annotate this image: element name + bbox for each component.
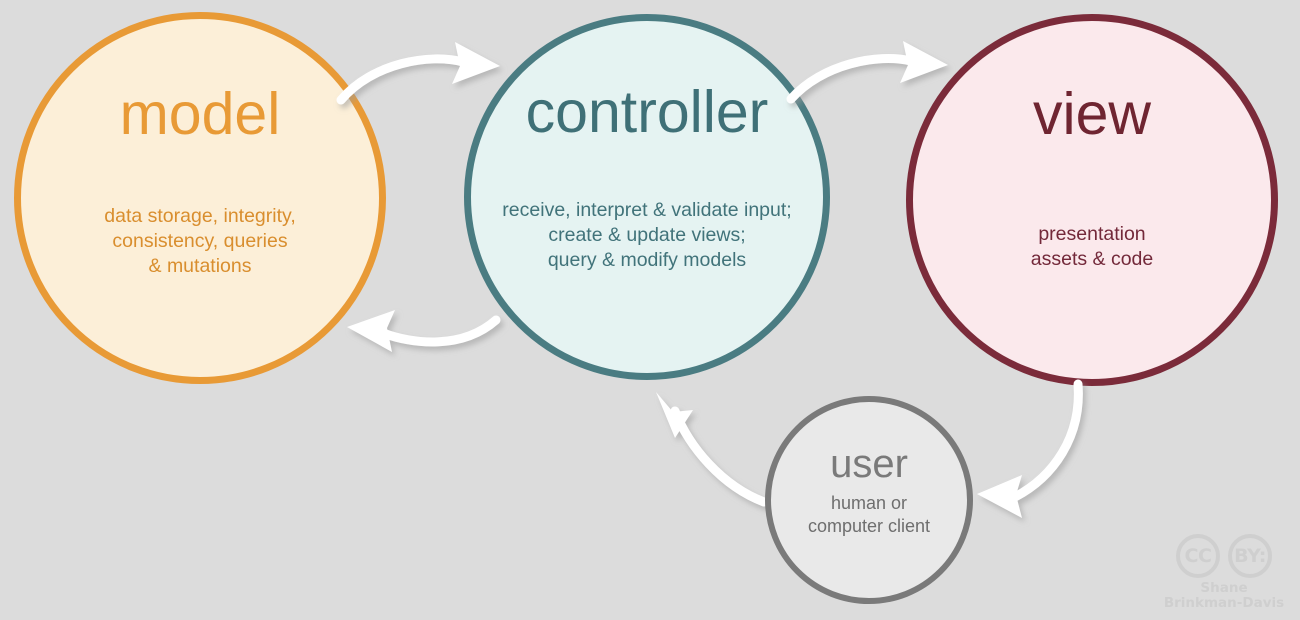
arrow-user-to-controller	[656, 392, 769, 507]
arrow-controller-to-view	[786, 41, 948, 104]
node-view[interactable]: view presentation assets & code	[906, 14, 1278, 386]
node-user[interactable]: user human or computer client	[765, 396, 973, 604]
node-model-description: data storage, integrity, consistency, qu…	[104, 205, 296, 277]
node-user-description: human or computer client	[807, 493, 931, 537]
creative-commons-icon: CC	[1176, 533, 1220, 578]
arrow-model-to-controller	[336, 42, 500, 105]
node-controller[interactable]: controller receive, interpret & validate…	[464, 14, 830, 380]
cc-by-icon: BY:	[1228, 533, 1272, 578]
node-user-title: user	[830, 442, 908, 486]
arrow-view-to-user	[977, 379, 1083, 518]
license-author: Shane Brinkman-Davis	[1163, 579, 1285, 612]
node-controller-title: controller	[525, 79, 769, 145]
node-view-description: presentation assets & code	[1030, 223, 1154, 270]
node-controller-description: receive, interpret & validate input; cre…	[502, 199, 792, 271]
node-model-title: model	[119, 81, 281, 147]
node-view-title: view	[1032, 81, 1152, 147]
cc-marks: CC BY:	[1176, 533, 1272, 578]
node-model[interactable]: model data storage, integrity, consisten…	[14, 12, 386, 384]
arrow-controller-to-model	[347, 310, 501, 352]
license-badge[interactable]: CC BY: Shane Brinkman-Davis	[1162, 533, 1286, 612]
